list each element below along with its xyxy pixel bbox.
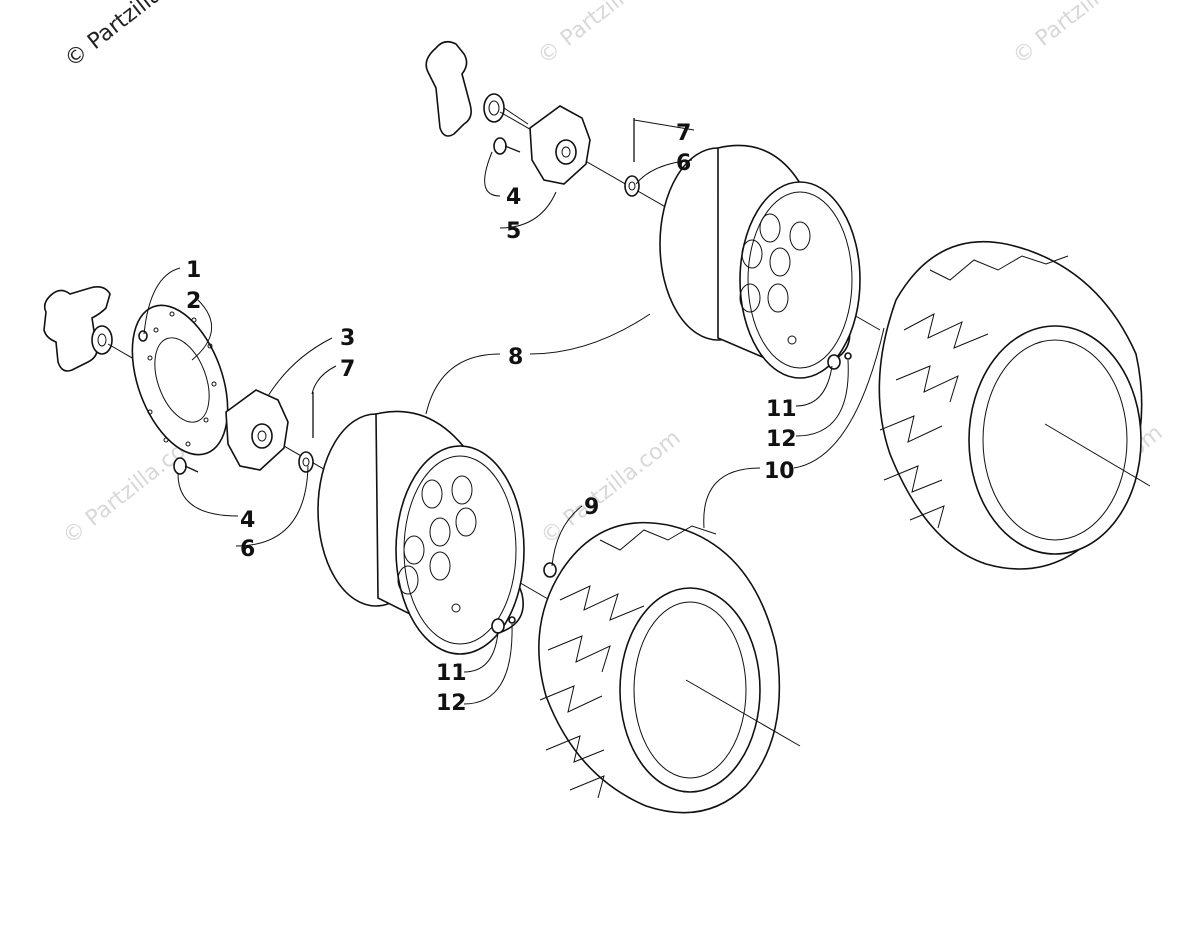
knuckle-lower <box>43 286 113 372</box>
callout-1: 1 <box>186 258 201 283</box>
tire-lower <box>538 521 781 814</box>
tire-upper <box>878 240 1143 570</box>
callout-7: 7 <box>340 357 355 382</box>
callout-3: 3 <box>340 326 355 351</box>
lug-nut <box>543 562 557 578</box>
hub-upper <box>529 105 591 185</box>
callout-12: 12 <box>766 427 797 452</box>
callout-7: 7 <box>676 121 691 146</box>
callout-6: 6 <box>240 537 255 562</box>
callout-11: 11 <box>766 397 797 422</box>
hub-lower <box>225 389 289 471</box>
callout-5: 5 <box>506 219 521 244</box>
watermark-text: © Partzilla.com <box>533 0 682 70</box>
stud-bolt-upper <box>493 137 521 155</box>
callout-9: 9 <box>584 495 599 520</box>
watermark-text: © Partzilla.com <box>1008 0 1157 70</box>
knuckle-upper <box>425 40 529 137</box>
tire-axis-upper <box>1044 423 1151 487</box>
copyright-watermark: © Partzilla.com <box>60 0 209 73</box>
valve-upper <box>827 352 852 370</box>
callout-2: 2 <box>186 289 201 314</box>
callout-11: 11 <box>436 661 467 686</box>
wheel-rim-upper <box>659 144 861 379</box>
callout-8: 8 <box>508 345 523 370</box>
leader-lines <box>143 119 885 705</box>
brake-disc <box>131 304 229 456</box>
callout-10: 10 <box>764 459 795 484</box>
stud-bolt-lower <box>173 457 199 475</box>
callout-6: 6 <box>676 151 691 176</box>
tire-axis-lower <box>685 679 801 747</box>
valve-lower <box>491 616 516 634</box>
castle-nut-lower <box>298 451 314 473</box>
callout-4: 4 <box>506 185 521 210</box>
castle-nut-upper <box>624 175 640 197</box>
callout-labels: 1 2 3 7 4 6 4 5 7 6 8 9 11 12 10 11 12 <box>186 121 797 716</box>
wheel-rim-lower <box>317 410 525 655</box>
callout-12: 12 <box>436 691 467 716</box>
callout-4: 4 <box>240 508 255 533</box>
screw-small <box>138 330 148 342</box>
